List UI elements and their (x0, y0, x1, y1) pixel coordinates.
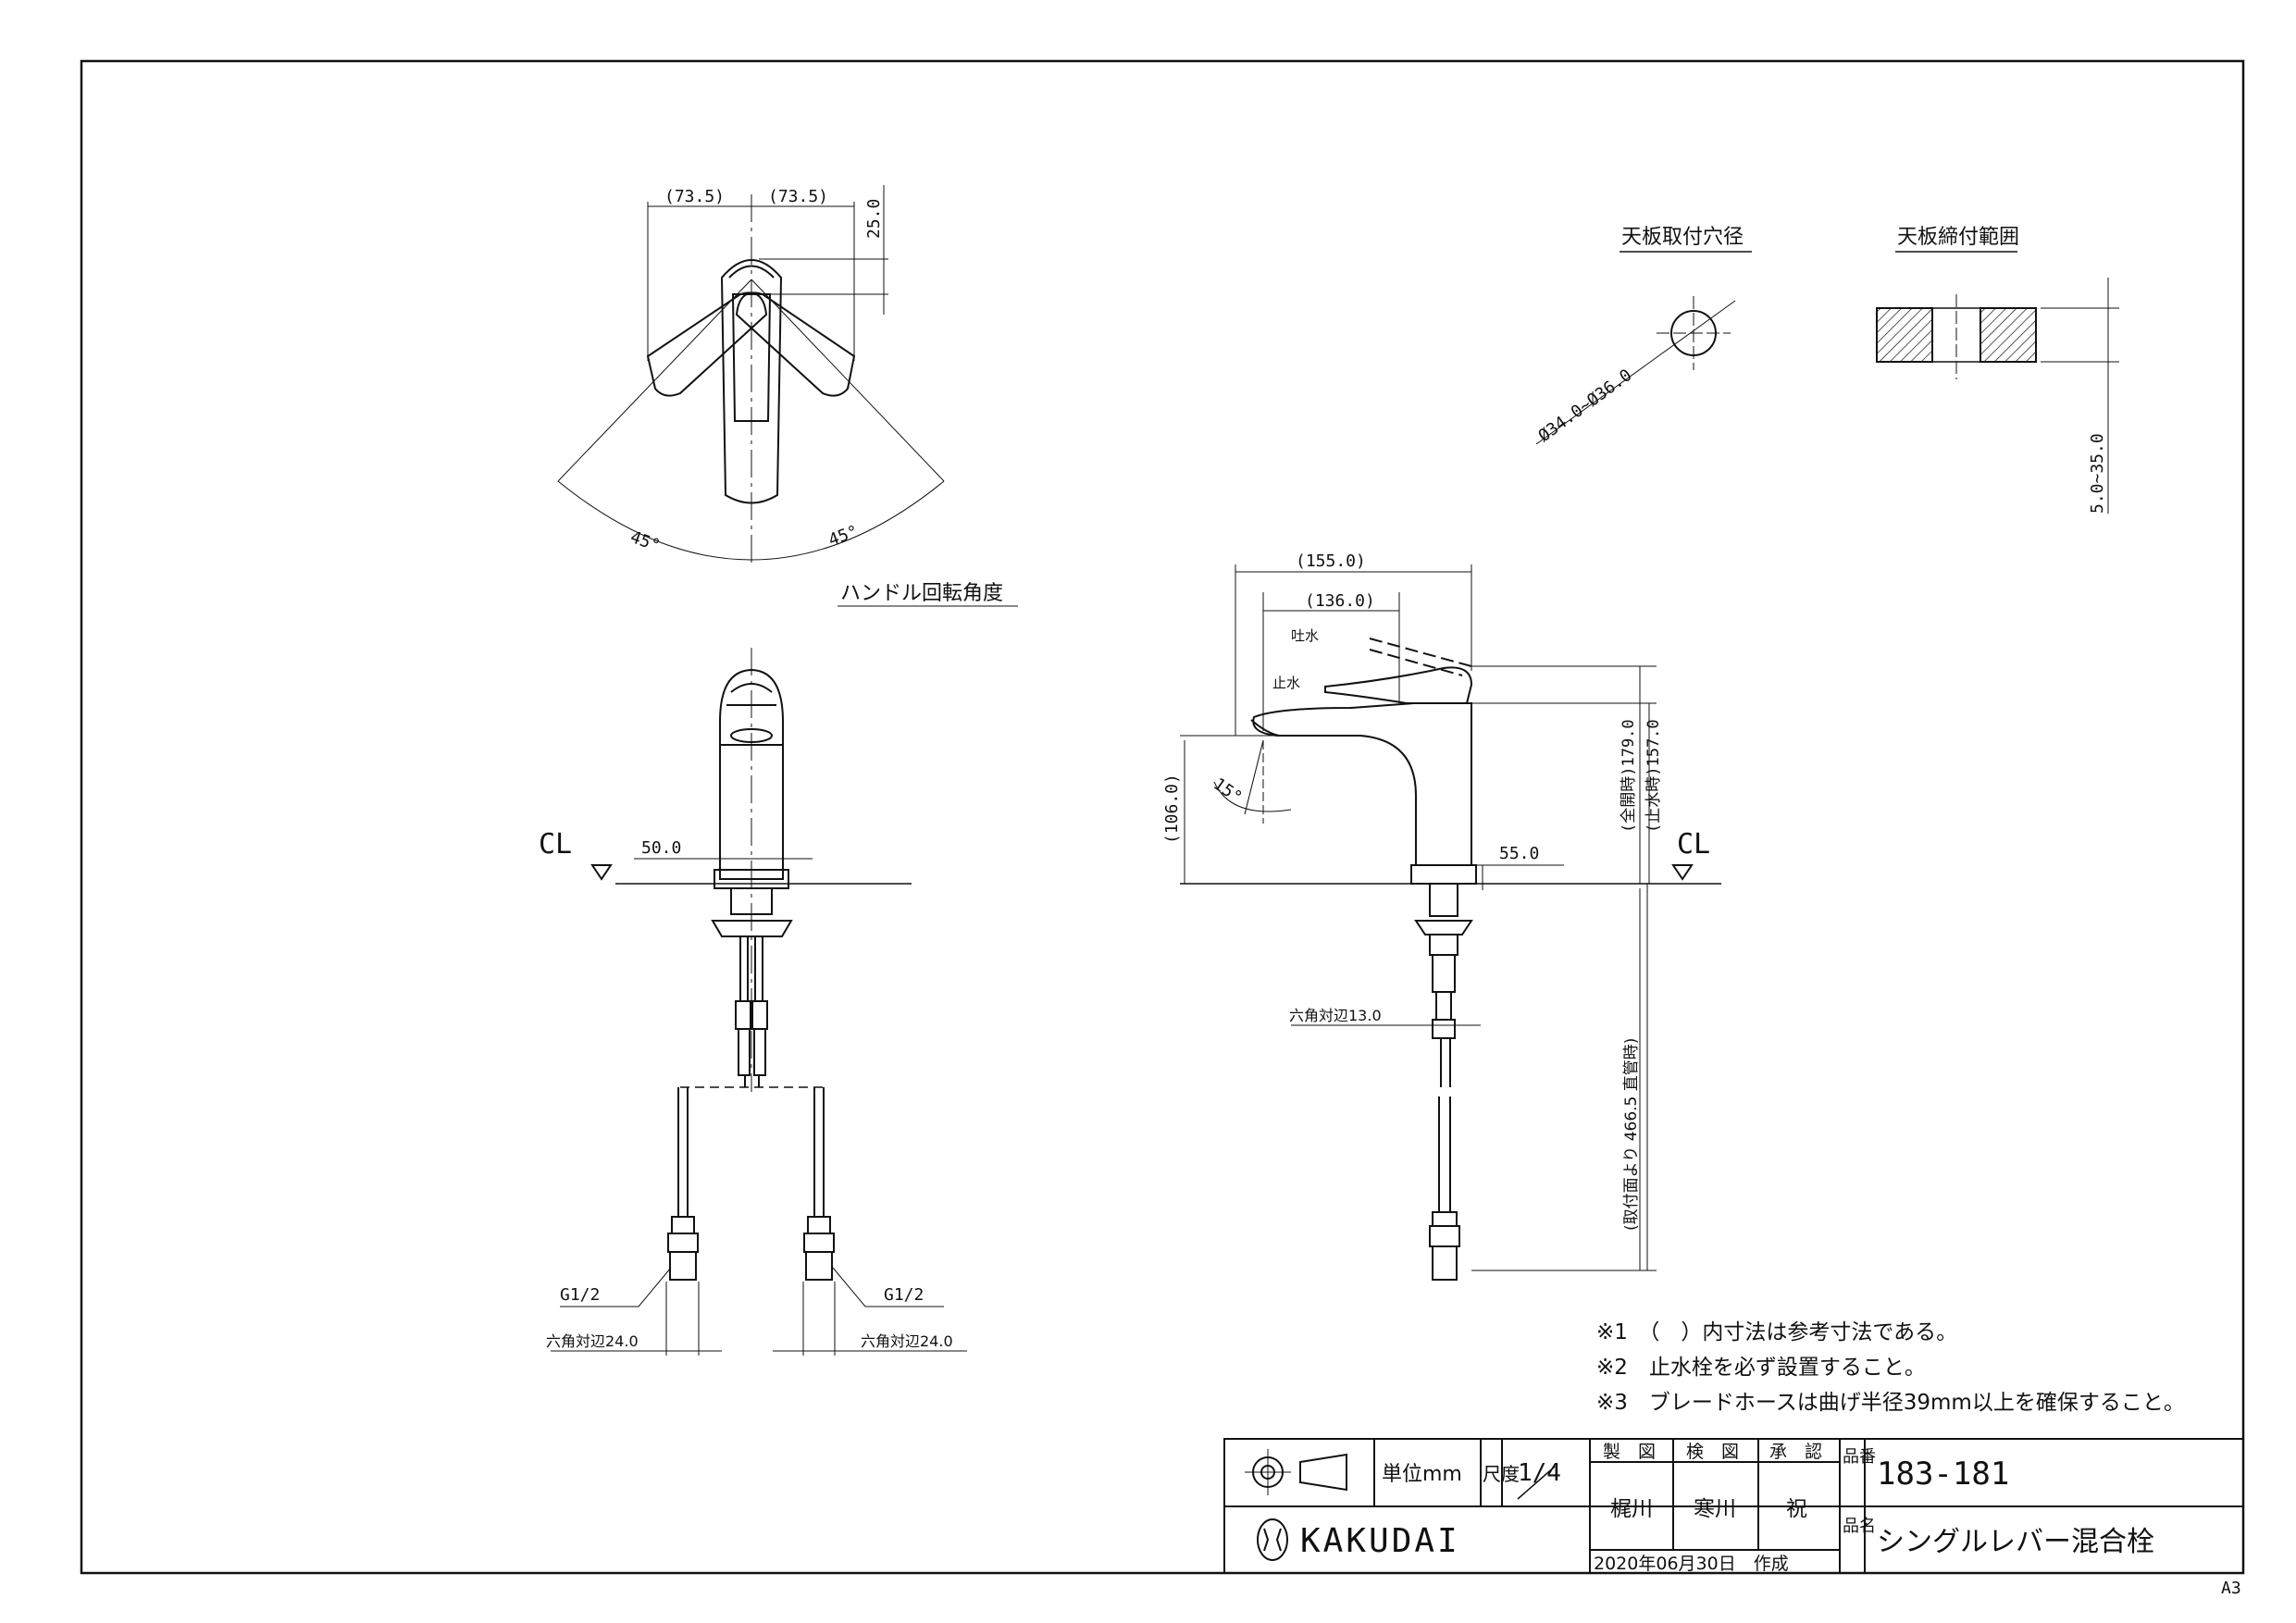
approved-label: 承 認 (1769, 1442, 1822, 1462)
note-1: ※1 （ ）内寸法は参考寸法である。 (1596, 1320, 1957, 1344)
front-view (551, 648, 967, 1356)
front-thread-right: G1/2 (884, 1285, 924, 1305)
front-hex-right: 六角対辺24.0 (861, 1332, 953, 1350)
side-dim-height-open: (全開時)179.0 (1620, 719, 1638, 833)
front-hex-left: 六角対辺24.0 (546, 1332, 639, 1350)
company-name: KAKUDAI (1300, 1522, 1460, 1560)
side-dim-hose-length: (取付面より 466.5 直管時) (1622, 1038, 1641, 1231)
sheet-size: A3 (2221, 1579, 2241, 1598)
part-name-label: 品名 (1843, 1517, 1876, 1536)
mount-hole-view (1535, 251, 1752, 445)
deck-range-title: 天板締付範囲 (1897, 226, 2019, 249)
creation-date: 2020年06月30日 作成 (1594, 1554, 1789, 1574)
front-cl-label: CL (539, 828, 572, 861)
mount-hole-title: 天板取付穴径 (1621, 226, 1744, 249)
side-dim-overall-depth: (155.0) (1296, 551, 1366, 571)
top-angle-right: 45° (826, 522, 862, 551)
sheet-border (80, 59, 2245, 1575)
side-dim-spout-height: (106.0) (1162, 774, 1182, 844)
top-angle-left: 45° (627, 527, 663, 556)
top-view-caption: ハンドル回転角度 (840, 582, 1003, 605)
side-dim-base: 55.0 (1499, 844, 1539, 863)
side-view (1180, 564, 1721, 1281)
side-hex-nut: 六角対辺13.0 (1289, 1007, 1382, 1024)
top-dim-left: (73.5) (664, 187, 725, 206)
checked-label: 検 図 (1686, 1442, 1739, 1462)
note-2: ※2 止水栓を必ず設置すること。 (1596, 1356, 1926, 1380)
side-cl-label: CL (1677, 828, 1710, 861)
approved-by: 祝 (1786, 1497, 1807, 1521)
drawn-label: 製 図 (1603, 1442, 1656, 1462)
scale-label: 尺度 (1483, 1463, 1520, 1485)
side-label-close: 止水 (1272, 675, 1300, 691)
part-no-label: 品番 (1843, 1447, 1876, 1467)
side-dim-spout-reach: (136.0) (1305, 591, 1375, 611)
note-3: ※3 ブレードホースは曲げ半径39mm以上を確保すること。 (1596, 1391, 2185, 1415)
top-dim-height: 25.0 (864, 199, 884, 239)
deck-range-view (1876, 251, 2119, 514)
side-label-open: 吐水 (1291, 627, 1319, 644)
top-view (557, 185, 1018, 607)
unit-label: 単位mm (1382, 1463, 1462, 1486)
mount-hole-dim: Ø34.0~Ø36.0 (1535, 365, 1636, 446)
scale-value: 1/4 (1518, 1459, 1561, 1487)
part-no: 183-181 (1877, 1456, 2009, 1493)
drawn-by: 梶川 (1610, 1497, 1653, 1521)
part-name: シングルレバー混合栓 (1877, 1526, 2154, 1558)
side-dim-height-close: (止水時)157.0 (1644, 719, 1663, 833)
title-block (1223, 1438, 2244, 1574)
front-dim-base: 50.0 (641, 838, 681, 858)
top-dim-right: (73.5) (768, 187, 828, 206)
front-thread-left: G1/2 (560, 1285, 600, 1305)
side-angle-spout: 15° (1210, 774, 1246, 808)
checked-by: 寒川 (1694, 1497, 1736, 1521)
deck-range-dim: 5.0~35.0 (2088, 433, 2107, 514)
